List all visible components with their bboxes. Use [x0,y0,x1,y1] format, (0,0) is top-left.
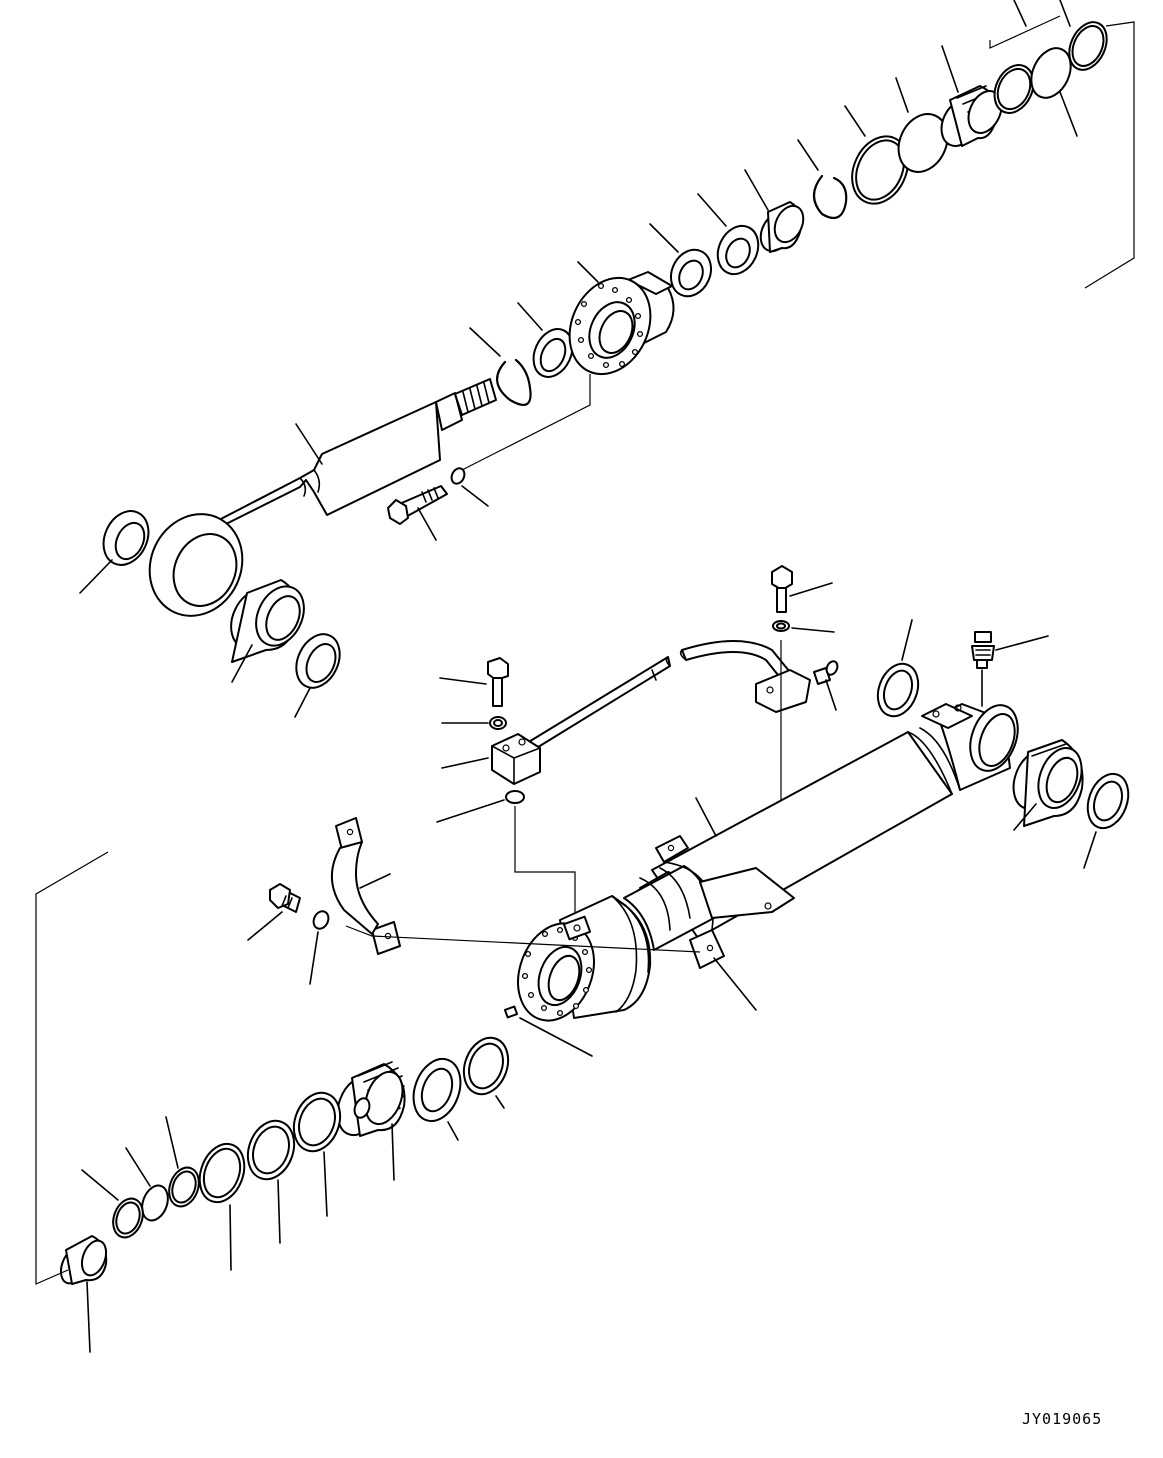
rod-eye-dust-seal [80,504,157,593]
snap-ring [470,328,531,405]
rod-bushing [745,170,809,256]
tube-bottom-bushing [1006,740,1089,830]
tube-clamp-block [442,734,540,784]
tube-bottom-dust-seal [1081,768,1136,868]
o-ring [889,78,956,180]
rod-packing [650,224,718,303]
cushion-collar [57,1236,111,1352]
lower-snap-ring [164,1117,204,1211]
pipe-clamp-washer [310,909,331,984]
lower-seal-ring [82,1170,148,1242]
head-bolt-washer [449,466,488,506]
rod-eye-dust-seal-2 [288,627,348,717]
tube-flange-block [756,660,839,712]
wear-ring-2 [1024,42,1079,136]
pipe-clamp-bolt [248,884,300,940]
snap-ring-2 [798,140,846,218]
dust-seal [518,303,580,383]
lower-wear-ring [405,1052,468,1140]
backup-ring [842,106,919,213]
piston-rod [133,379,496,631]
clamp-bolt [440,658,508,729]
lower-o-ring [192,1138,252,1270]
lower-small-o-ring [126,1148,172,1224]
lower-piston [330,1062,409,1180]
head-mounting-bolt [388,486,447,540]
block-o-ring [437,791,575,938]
lower-backup-ring [286,1086,348,1216]
cylinder-head [462,262,674,470]
drawing-code: JY019065 [1022,1410,1102,1428]
buffer-ring [698,194,766,281]
lower-piston-seal [240,1114,302,1243]
piston [934,46,1007,152]
wear-ring [987,59,1041,120]
upper-set-bracket [1085,22,1134,288]
grease-fitting [972,632,1048,706]
piston-seal [990,0,1114,76]
lower-set-bracket [36,852,108,1284]
cushion-ring [456,1032,515,1108]
rod-eye-bushing [222,579,313,682]
tube-pipe-band [656,836,794,1010]
tube-top-dust-seal [871,620,925,722]
pipe-clamp [332,818,700,954]
set-screw [505,1007,592,1056]
